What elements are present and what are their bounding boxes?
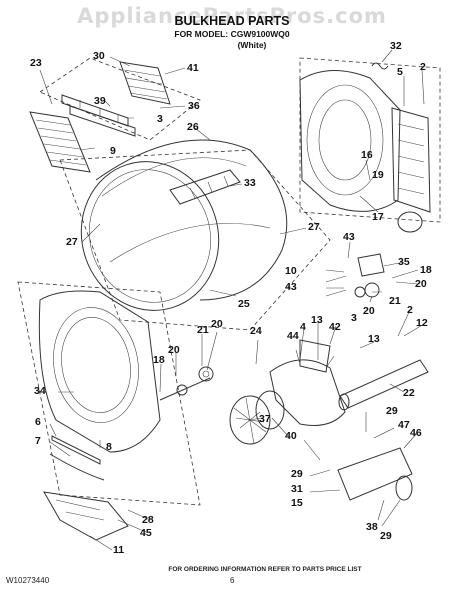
front-bulkhead-34	[38, 290, 161, 453]
callout-34: 34	[34, 385, 46, 397]
callout-24: 24	[250, 325, 262, 337]
callout-29-bottom: 29	[380, 530, 392, 542]
callout-47: 47	[398, 419, 410, 431]
callout-3: 3	[157, 113, 163, 125]
callout-10: 10	[285, 265, 297, 277]
callout-35: 35	[398, 256, 410, 268]
callout-5: 5	[397, 66, 403, 78]
callout-25: 25	[238, 298, 250, 310]
callout-45: 45	[140, 527, 152, 539]
color-line: (White)	[237, 40, 267, 50]
callout-31: 31	[291, 483, 303, 495]
callout-16: 16	[361, 149, 373, 161]
callout-38: 38	[366, 521, 378, 533]
callout-29-top: 29	[386, 405, 398, 417]
rear-bulkhead-5	[299, 69, 401, 212]
callout-23: 23	[30, 57, 42, 69]
document-number: W10273440	[6, 576, 50, 585]
callout-3-mid: 3	[351, 312, 357, 324]
callout-43-mid: 43	[285, 281, 297, 293]
lint-duct-45	[43, 491, 129, 541]
callout-7: 7	[35, 435, 41, 447]
callout-11: 11	[113, 544, 125, 556]
left-bulkhead-outline	[17, 281, 201, 506]
duct-46	[337, 447, 413, 501]
callout-21-mid: 21	[197, 324, 209, 336]
callout-18-left: 18	[153, 354, 165, 366]
callout-2-top: 2	[420, 61, 426, 73]
gasket-40	[255, 390, 285, 430]
heater-panel	[391, 107, 431, 233]
callout-18-right: 18	[420, 264, 432, 276]
roller-axle-parts	[159, 366, 214, 401]
callout-27-right: 27	[308, 221, 320, 233]
rear-bulkhead-outline	[299, 57, 441, 223]
callout-15: 15	[291, 497, 303, 509]
callout-21-right: 21	[389, 295, 401, 307]
callout-20-upper: 20	[211, 318, 223, 330]
callout-13-top: 13	[311, 314, 323, 326]
callout-19-top: 19	[372, 169, 384, 181]
callout-2-mid: 2	[407, 304, 413, 316]
blower-housing-44	[269, 339, 346, 426]
callout-36: 36	[188, 100, 200, 112]
callout-20-right: 20	[415, 278, 427, 290]
callout-29-mid: 29	[291, 468, 303, 480]
top-grille-30	[119, 61, 171, 105]
callout-12: 12	[416, 317, 428, 329]
callout-20-left: 20	[168, 344, 180, 356]
callout-44: 44	[287, 330, 299, 342]
baffle-33	[169, 169, 241, 205]
drum-group-outline	[59, 149, 331, 331]
callout-28: 28	[142, 514, 154, 526]
upper-left-group-outline	[39, 57, 201, 141]
callout-41: 41	[187, 62, 199, 74]
diagram-title: BULKHEAD PARTS	[174, 14, 290, 28]
callout-26: 26	[187, 121, 199, 133]
callout-32: 32	[390, 40, 402, 52]
callout-22: 22	[403, 387, 415, 399]
callout-27-left: 27	[66, 236, 78, 248]
spring-32	[371, 62, 389, 70]
page-number: 6	[230, 576, 235, 585]
callout-39: 39	[94, 95, 106, 107]
callout-17: 17	[372, 211, 384, 223]
callout-4: 4	[300, 321, 306, 333]
callout-37: 37	[259, 413, 271, 425]
model-line: FOR MODEL: CGW9100WQ0	[174, 29, 290, 39]
drum-25	[80, 139, 288, 311]
callout-46: 46	[410, 427, 422, 439]
callout-6: 6	[35, 416, 41, 428]
callout-43-top: 43	[343, 231, 355, 243]
strips-6-7	[49, 435, 105, 481]
callout-9: 9	[110, 145, 116, 157]
leader-lines	[39, 49, 425, 551]
lint-screen-9	[29, 111, 91, 173]
callout-30: 30	[93, 50, 105, 62]
watermark-text: AppliancePartsPros.com	[77, 4, 387, 28]
callout-42: 42	[329, 321, 341, 333]
callout-20-mid: 20	[363, 305, 375, 317]
bracket-39	[61, 94, 136, 137]
callout-8: 8	[106, 441, 112, 453]
callout-40: 40	[285, 430, 297, 442]
exhaust-duct-22	[338, 359, 429, 411]
callout-33: 33	[244, 177, 256, 189]
ordering-note: FOR ORDERING INFORMATION REFER TO PARTS …	[168, 566, 362, 573]
thermostat-group	[325, 253, 385, 298]
callout-13-right: 13	[368, 333, 380, 345]
